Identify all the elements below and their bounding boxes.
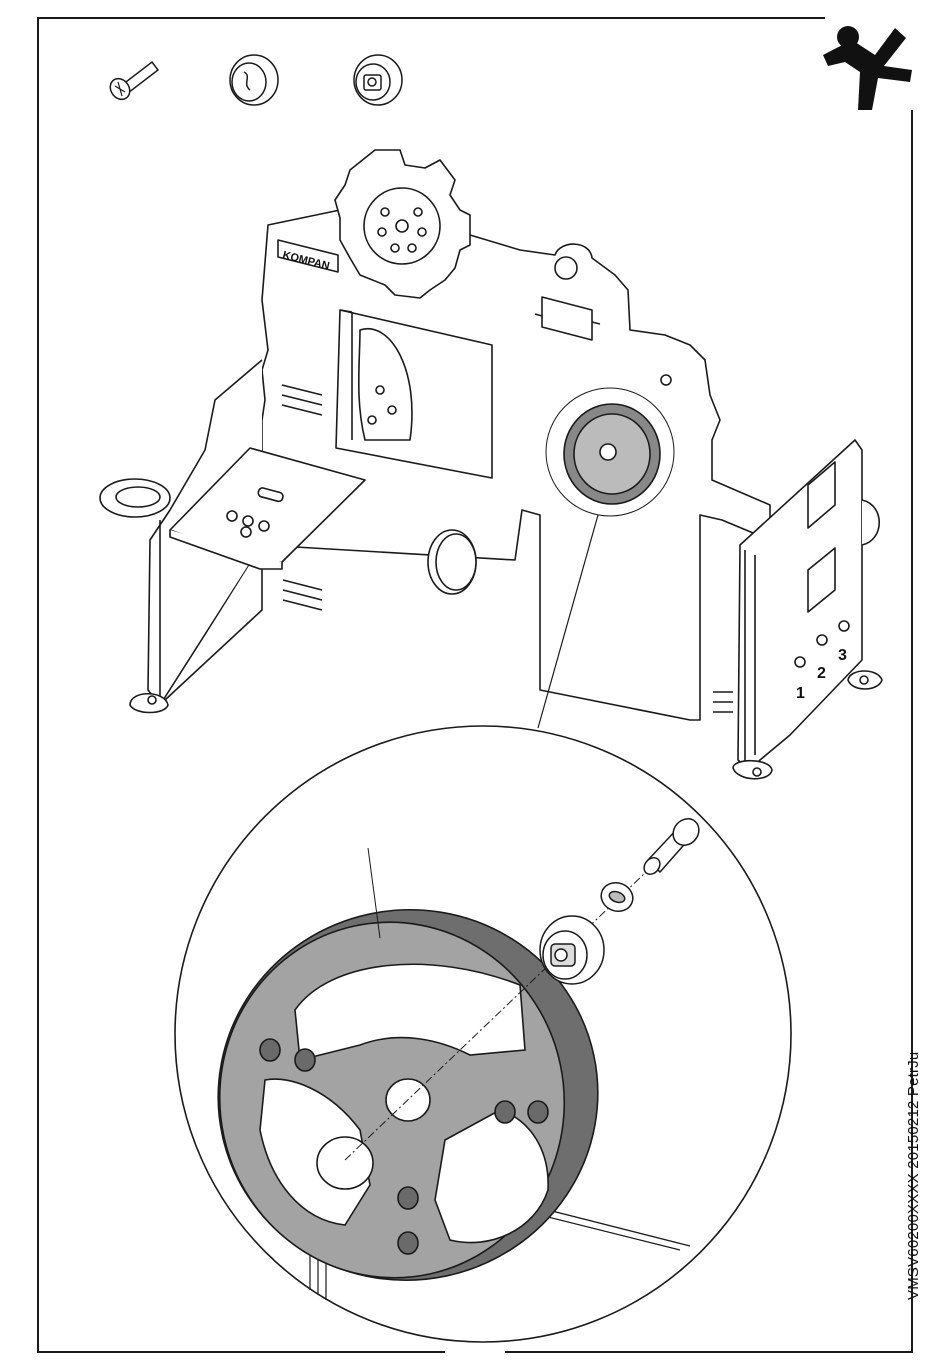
detail-view <box>175 726 791 1342</box>
side-number-2: 2 <box>817 665 826 682</box>
side-number-3: 3 <box>838 647 847 664</box>
play-panel-assembly: KOMPAN <box>100 150 882 779</box>
washer-icon <box>230 55 278 105</box>
side-number-1: 1 <box>796 685 805 702</box>
bolt-icon <box>106 62 158 103</box>
detail-washer <box>540 916 604 984</box>
nut-icon <box>354 55 402 105</box>
logo-figure-icon <box>823 26 912 110</box>
side-panel-right <box>738 440 862 770</box>
back-panel <box>262 210 770 720</box>
drawing-code: VMSV60200XXXX 20150212 PetrJu <box>905 1000 929 1300</box>
